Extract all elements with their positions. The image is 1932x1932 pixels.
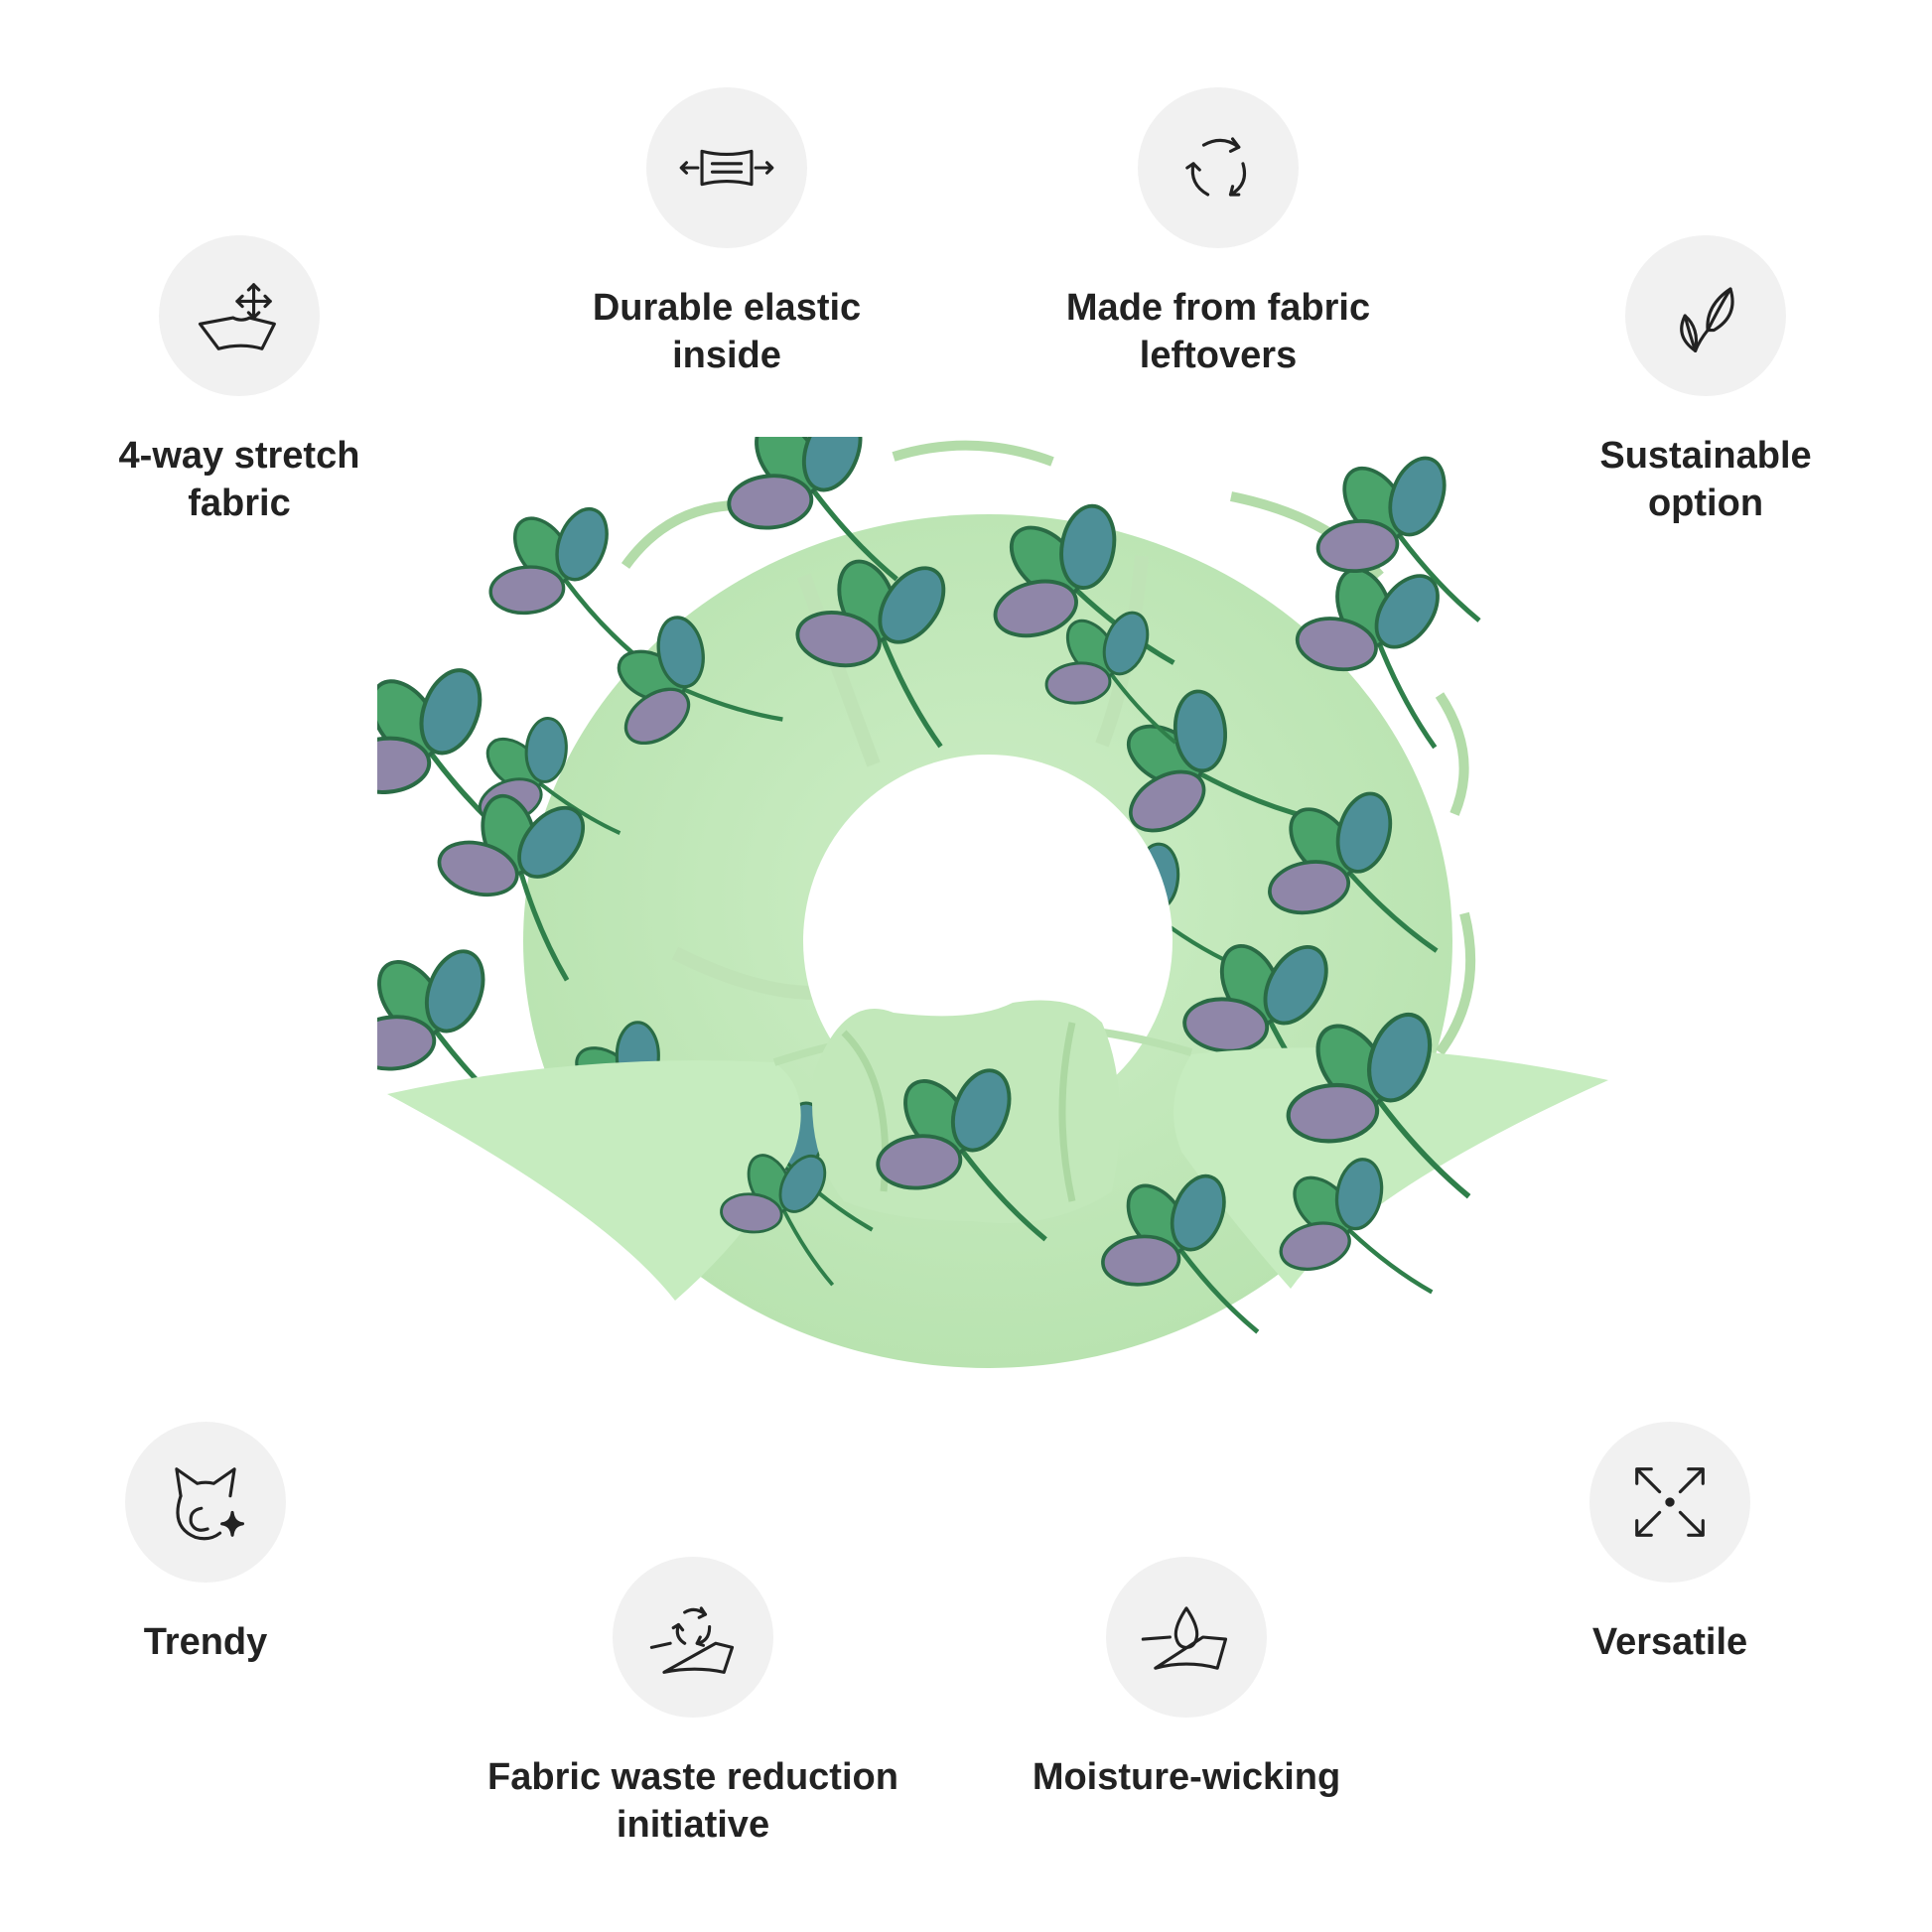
recycle-arrows-icon: [1138, 87, 1299, 248]
feature-label: Moisture-wicking: [1032, 1756, 1341, 1798]
scrunchie-product-image: [377, 437, 1608, 1368]
elastic-band-icon: [646, 87, 807, 248]
feature-label: Trendy: [143, 1621, 268, 1663]
water-drop-fabric-icon: [1106, 1557, 1267, 1718]
feature-versatile: Versatile: [1451, 1422, 1888, 1666]
recycled-fabric-icon: [613, 1557, 773, 1718]
leaves-icon: [1625, 235, 1786, 396]
expand-arrows-icon: [1589, 1422, 1750, 1583]
cat-sparkle-icon: [125, 1422, 286, 1583]
stretch-arrows-icon: [159, 235, 320, 396]
feature-moisture-wicking: Moisture-wicking: [968, 1557, 1405, 1801]
feature-trendy: Trendy: [0, 1422, 424, 1666]
feature-label: Versatile: [1591, 1621, 1748, 1663]
